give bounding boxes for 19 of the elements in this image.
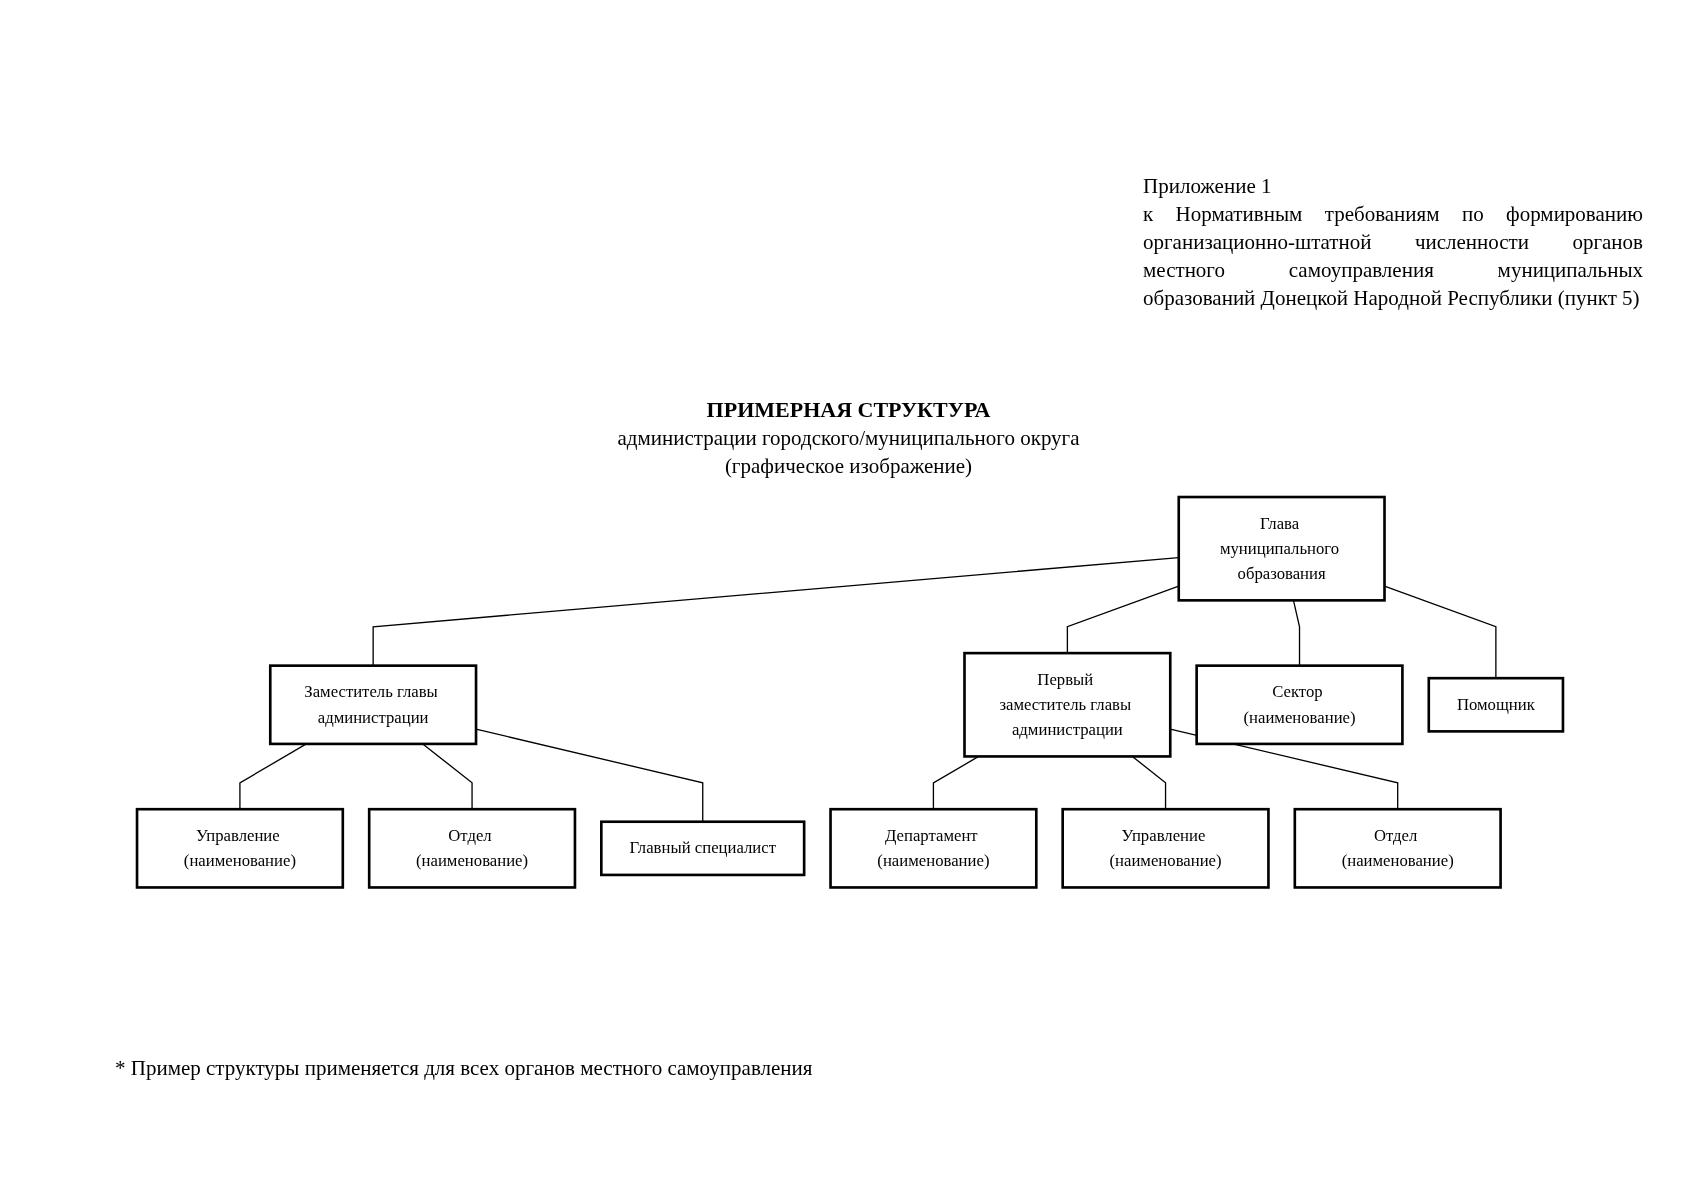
org-unit-box: Отдел (наименование) [367,807,577,889]
diagram-title: ПРИМЕРНАЯ СТРУКТУРА [705,396,992,424]
appendix-heading: Приложение 1 [1143,173,1273,200]
org-unit-box: Департамент (наименование) [829,807,1038,889]
org-unit-box: Сектор (наименование) [1195,664,1404,746]
subtitle-text: (графическое изображение) [723,453,974,480]
org-unit-box: Главный специалист [600,820,806,877]
org-unit-box: Помощник [1427,676,1565,733]
subtitle-text: администрации городского/муниципального округа [616,425,1081,452]
org-unit-box: Управление (наименование) [1061,807,1270,889]
connector-line [239,743,307,810]
org-unit-box: Отдел (наименование) [1293,807,1502,889]
org-unit-box: Первый заместитель главы администрации [963,651,1172,758]
org-unit-box: Заместитель главы администрации [268,664,478,746]
org-unit-box: Глава муниципального образования [1177,495,1386,602]
connector-line [422,743,473,810]
footnote-text: * Пример структуры применяется для всех органов местного самоуправления [115,1055,813,1082]
appendix-note: к Нормативным требованиям по формированию организационно-штатной численности органов местного самоуправления муниципальных образований Донецкой Народной Республики (пункт 5) [1143,201,1643,312]
org-unit-box: Управление (наименование) [135,807,345,889]
